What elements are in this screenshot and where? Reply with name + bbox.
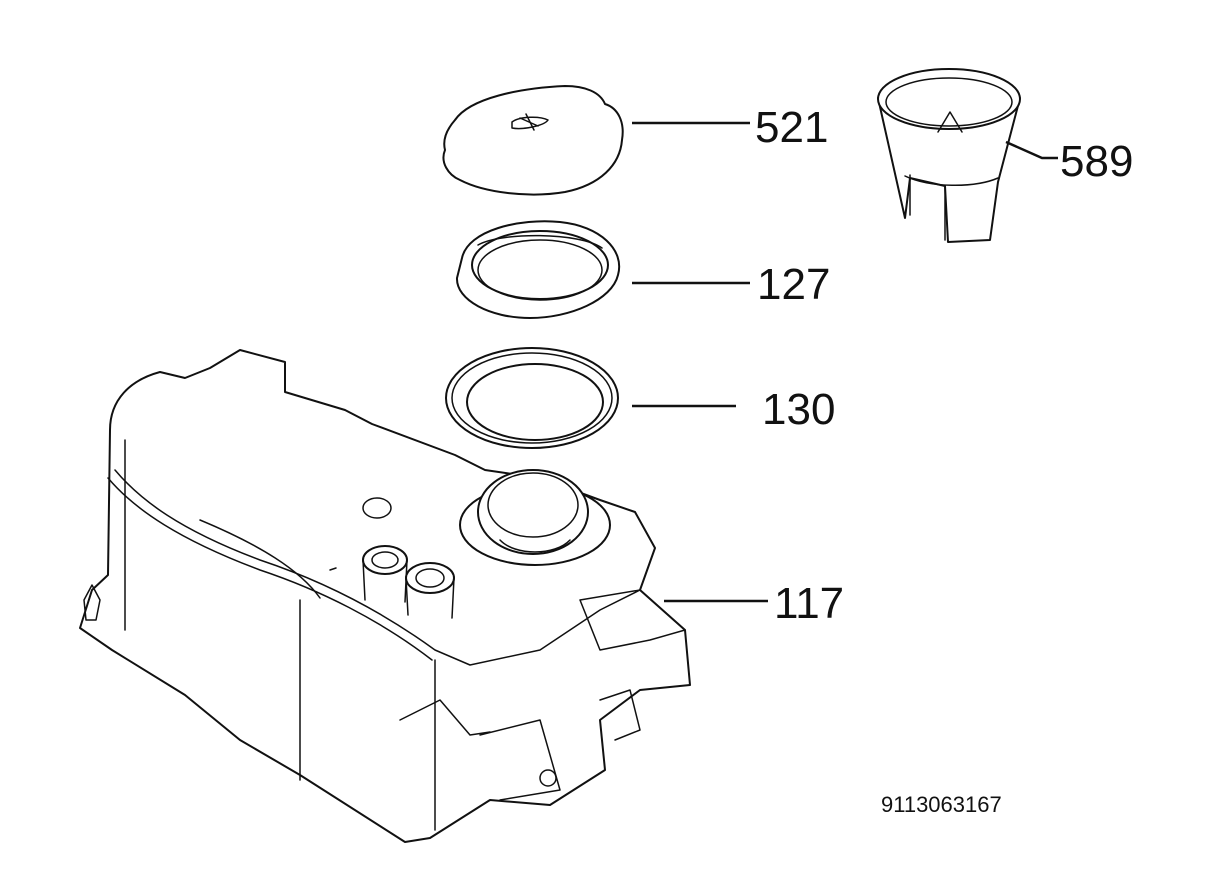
callout-label-127: 127 (757, 260, 831, 309)
part-127-ring (455, 220, 621, 319)
part-130-gasket (445, 347, 619, 449)
part-117-tank (79, 349, 691, 843)
callout-label-117: 117 (774, 579, 845, 628)
part-589-funnel (877, 68, 1021, 243)
callout-label-130: 130 (762, 385, 836, 434)
leader-line-589 (1005, 140, 1058, 160)
callout-label-521: 521 (755, 103, 829, 152)
part-521-lid (442, 85, 624, 196)
document-number: 9113063167 (881, 792, 1002, 817)
callout-label-589: 589 (1060, 137, 1134, 186)
